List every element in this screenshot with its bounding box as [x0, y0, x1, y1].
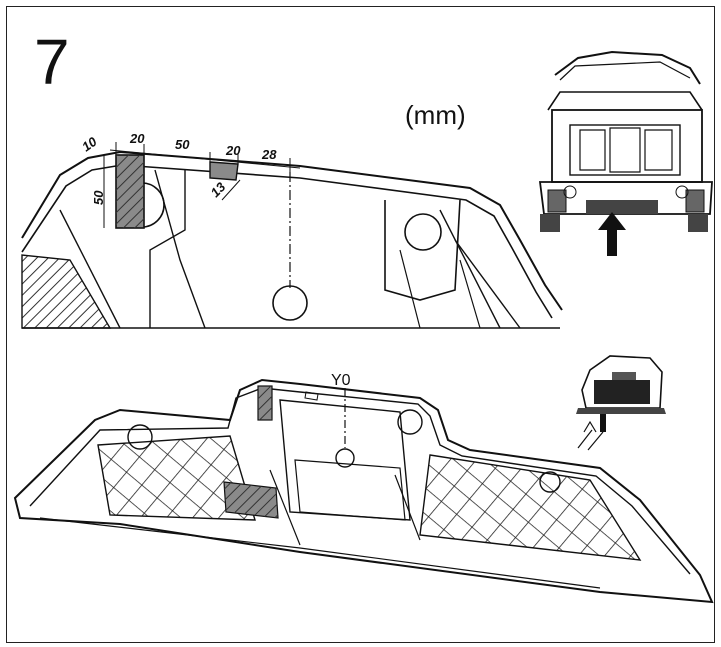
unit-label: (mm): [405, 100, 466, 130]
dimension-label: 13: [208, 179, 229, 200]
dimension-label: 20: [129, 131, 145, 146]
jigsaw-tool-icon: [576, 355, 666, 451]
datum-label: Y0: [331, 372, 351, 389]
dimension-label: 28: [261, 147, 277, 162]
car-rear-illustration: [538, 50, 713, 256]
dimension-label: 50: [175, 137, 190, 152]
dimension-label: 10: [79, 133, 100, 154]
dimension-label: 50: [91, 190, 106, 205]
diagram-frame: [6, 6, 715, 643]
bumper-full-view: Y0: [13, 372, 714, 604]
top-detail-view: 10 20 50 20 28 50 13: [21, 131, 563, 329]
step-number: 7: [34, 26, 70, 98]
dimension-label: 20: [225, 143, 241, 158]
